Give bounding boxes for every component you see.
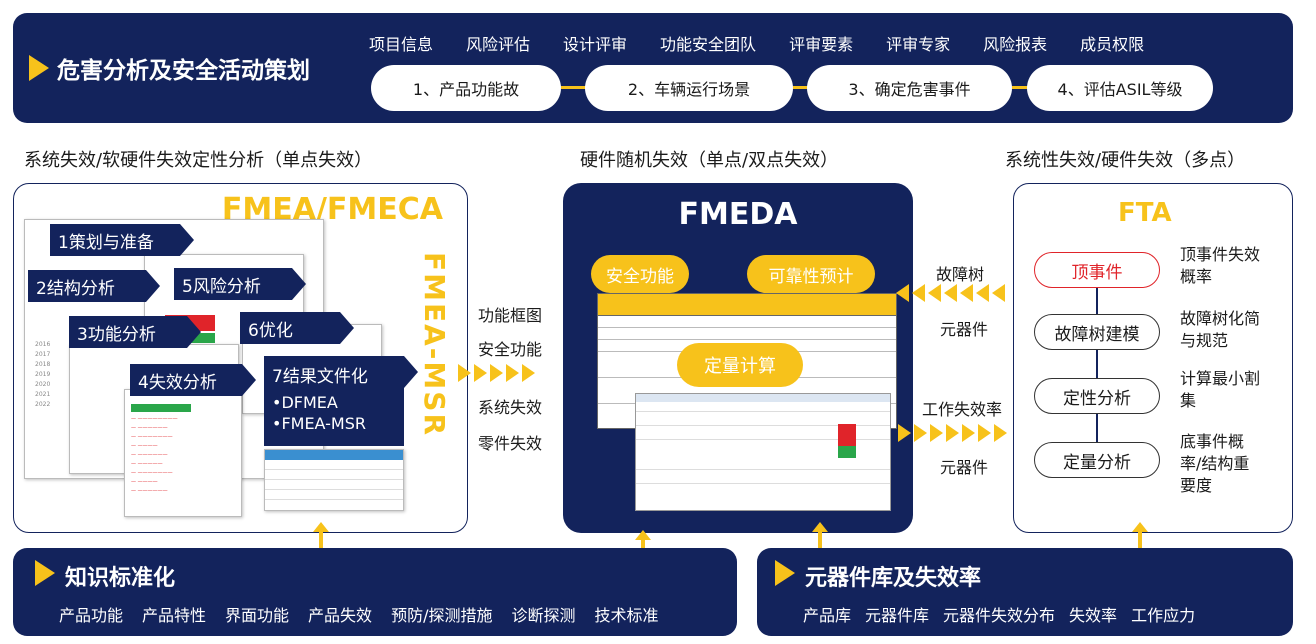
- knowledge-item[interactable]: 产品失效: [308, 606, 373, 625]
- fta-note-top-event: 顶事件失效概率: [1180, 245, 1261, 286]
- mid-caption: 硬件随机失效（单点/双点失效）: [580, 150, 839, 171]
- components-title: 元器件库及失效率: [805, 566, 982, 591]
- fta-node-qualitative[interactable]: 定性分析: [1034, 378, 1160, 414]
- fmea-step-function[interactable]: 3功能分析: [69, 316, 201, 348]
- components-item-list: 产品库 元器件库 元器件失效分布 失效率 工作应力: [803, 602, 1195, 626]
- components-item[interactable]: 元器件失效分布: [943, 606, 1056, 625]
- knowledge-item[interactable]: 产品特性: [142, 606, 207, 625]
- link-fault-tree: 故障树: [936, 265, 985, 284]
- up-arrow-icon: [1132, 522, 1148, 552]
- header-arrow-icon: [29, 55, 49, 81]
- fmea-output-dfmea: •DFMEA: [272, 393, 338, 412]
- fmea-step-structure[interactable]: 2结构分析: [28, 270, 160, 302]
- fmeda-badge-safety[interactable]: 安全功能: [591, 255, 689, 293]
- mid-label-safety-function: 安全功能: [478, 340, 543, 359]
- header-bar: 危害分析及安全活动策划 项目信息 风险评估 设计评审 功能安全团队 评审要素 评…: [13, 13, 1293, 123]
- knowledge-arrow-icon: [35, 560, 55, 586]
- mid-label-part-failure: 零件失效: [478, 434, 543, 453]
- fta-connector: [1096, 288, 1098, 314]
- tab-review-experts[interactable]: 评审专家: [886, 35, 951, 54]
- fmea-step-failure[interactable]: 4失效分析: [130, 364, 256, 396]
- components-item[interactable]: 工作应力: [1131, 606, 1196, 625]
- up-arrow-icon: [812, 522, 828, 552]
- fmeda-panel: FMEDA 安全功能 可靠性预计 定量计算: [563, 183, 913, 533]
- knowledge-item[interactable]: 诊断探测: [511, 606, 576, 625]
- step-arrow-icon: [561, 86, 591, 89]
- fmea-result-box: 7结果文件化 •DFMEA •FMEA-MSR: [264, 356, 404, 446]
- knowledge-item-list: 产品功能 产品特性 界面功能 产品失效 预防/探测措施 诊断探测 技术标准: [59, 602, 659, 626]
- fmea-result-arrow-icon: [404, 356, 418, 388]
- fmea-step-planning[interactable]: 1策划与准备: [50, 224, 194, 256]
- step-pill-2[interactable]: 2、车辆运行场景: [585, 65, 793, 111]
- link-failure-rate: 工作失效率: [922, 400, 1003, 419]
- knowledge-item[interactable]: 预防/探测措施: [391, 606, 493, 625]
- fta-node-quantitative[interactable]: 定量分析: [1034, 442, 1160, 478]
- step-arrow-icon: [793, 86, 811, 89]
- fta-node-modeling[interactable]: 故障树建模: [1034, 314, 1160, 350]
- fmeda-title: FMEDA: [678, 197, 798, 232]
- knowledge-bar: 知识标准化 产品功能 产品特性 界面功能 产品失效 预防/探测措施 诊断探测 技…: [13, 548, 737, 636]
- left-caption: 系统失效/软硬件失效定性分析（单点失效）: [24, 150, 373, 171]
- tab-review-elements[interactable]: 评审要素: [789, 35, 854, 54]
- tab-design-review[interactable]: 设计评审: [563, 35, 628, 54]
- step-pill-3[interactable]: 3、确定危害事件: [807, 65, 1012, 111]
- fmea-step-risk[interactable]: 5风险分析: [174, 268, 306, 300]
- fta-note-quantitative: 底事件概率/结构重要度: [1180, 432, 1250, 495]
- link-component-bottom: 元器件: [940, 458, 989, 477]
- fmeda-screen-thumb: [635, 393, 891, 511]
- knowledge-item[interactable]: 技术标准: [594, 606, 659, 625]
- failure-tree-thumb: — ———————— — —————— — ——————— — ———— — —…: [124, 389, 242, 517]
- fmea-vertical-label: FMEA-MSR: [418, 252, 451, 437]
- mid-label-block-diagram: 功能框图: [478, 306, 543, 325]
- tab-risk-assessment[interactable]: 风险评估: [466, 35, 531, 54]
- chevron-left-icon: [896, 284, 1008, 302]
- header-tab-list: 项目信息 风险评估 设计评审 功能安全团队 评审要素 评审专家 风险报表 成员权…: [369, 31, 1289, 57]
- tab-project-info[interactable]: 项目信息: [369, 35, 434, 54]
- fta-note-qualitative: 计算最小割集: [1180, 369, 1261, 410]
- up-arrow-icon: [313, 522, 329, 552]
- knowledge-item[interactable]: 界面功能: [225, 606, 290, 625]
- fta-connector: [1096, 350, 1098, 378]
- step-arrow-icon: [1012, 86, 1032, 89]
- knowledge-title: 知识标准化: [65, 566, 176, 591]
- fta-title: FTA: [1118, 198, 1172, 228]
- header-title: 危害分析及安全活动策划: [57, 58, 310, 84]
- components-item[interactable]: 产品库: [803, 606, 852, 625]
- components-arrow-icon: [775, 560, 795, 586]
- components-bar: 元器件库及失效率 产品库 元器件库 元器件失效分布 失效率 工作应力: [757, 548, 1293, 636]
- fmea-step-optimize[interactable]: 6优化: [240, 312, 354, 344]
- tab-member-permission[interactable]: 成员权限: [1080, 35, 1145, 54]
- fta-connector: [1096, 414, 1098, 442]
- chevron-right-icon: [898, 424, 1010, 442]
- tab-risk-report[interactable]: 风险报表: [983, 35, 1048, 54]
- knowledge-item[interactable]: 产品功能: [59, 606, 124, 625]
- results-table-thumb: [264, 449, 404, 511]
- fta-node-top-event[interactable]: 顶事件: [1034, 252, 1160, 288]
- mid-label-system-failure: 系统失效: [478, 398, 543, 417]
- tab-safety-team[interactable]: 功能安全团队: [660, 35, 757, 54]
- fmeda-badge-quant[interactable]: 定量计算: [677, 343, 803, 387]
- fmeda-badge-reliability[interactable]: 可靠性预计: [747, 255, 875, 293]
- right-caption: 系统性失效/硬件失效（多点）: [1005, 150, 1246, 171]
- link-component-top: 元器件: [940, 320, 989, 339]
- components-item[interactable]: 元器件库: [865, 606, 930, 625]
- fta-panel: FTA 顶事件 故障树建模 定性分析 定量分析 顶事件失效概率 故障树化简与规范…: [1013, 183, 1293, 533]
- fta-note-modeling: 故障树化简与规范: [1180, 309, 1261, 350]
- components-item[interactable]: 失效率: [1069, 606, 1118, 625]
- step-pill-4[interactable]: 4、评估ASIL等级: [1027, 65, 1213, 111]
- fmea-step-results[interactable]: 7结果文件化: [272, 367, 368, 387]
- fmea-output-msr: •FMEA-MSR: [272, 414, 366, 433]
- step-pill-1[interactable]: 1、产品功能故: [371, 65, 561, 111]
- chevron-right-icon: [458, 364, 538, 382]
